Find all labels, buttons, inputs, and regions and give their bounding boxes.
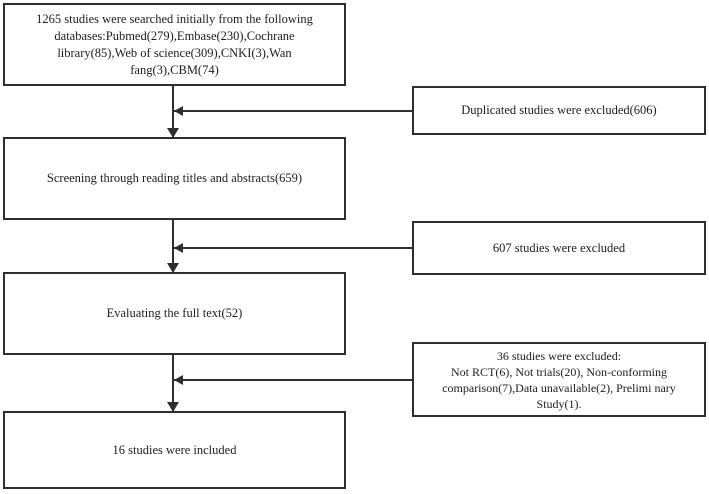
connector-fulltext-to-included [172, 355, 174, 411]
node-records-identified: 1265 studies were searched initially fro… [3, 3, 346, 86]
connector-screening-excluded-feeder [174, 247, 412, 249]
node-records-screened: Screening through reading titles and abs… [3, 137, 346, 220]
connector-duplicates-feeder [174, 110, 412, 112]
node-duplicates-excluded: Duplicated studies were excluded(606) [412, 86, 706, 135]
node-screening-excluded: 607 studies were excluded [412, 221, 706, 275]
node-full-text-assessed: Evaluating the full text(52) [3, 272, 346, 355]
node-full-text-assessed-label: Evaluating the full text(52) [106, 306, 243, 320]
node-full-text-excluded-label: 36 studies were excluded: Not RCT(6), No… [442, 348, 676, 411]
arrow-down-icon-to-included [167, 402, 179, 412]
node-records-identified-label: 1265 studies were searched initially fro… [36, 11, 313, 77]
connector-search-to-screening [172, 86, 174, 137]
arrow-left-icon-screening-excluded [174, 243, 183, 253]
node-studies-included: 16 studies were included [3, 411, 346, 489]
arrow-down-icon-to-fulltext [167, 263, 179, 273]
node-screening-excluded-label: 607 studies were excluded [492, 240, 626, 255]
arrow-left-icon-fulltext-excluded [174, 375, 183, 385]
node-full-text-excluded: 36 studies were excluded: Not RCT(6), No… [412, 342, 706, 417]
node-studies-included-label: 16 studies were included [112, 442, 237, 457]
arrow-down-icon-to-screening [167, 128, 179, 138]
arrow-left-icon-duplicates [174, 106, 183, 116]
connector-screening-to-fulltext [172, 220, 174, 272]
connector-fulltext-excluded-feeder [174, 379, 412, 381]
node-duplicates-excluded-label: Duplicated studies were excluded(606) [461, 103, 657, 117]
node-records-screened-label: Screening through reading titles and abs… [46, 171, 303, 185]
